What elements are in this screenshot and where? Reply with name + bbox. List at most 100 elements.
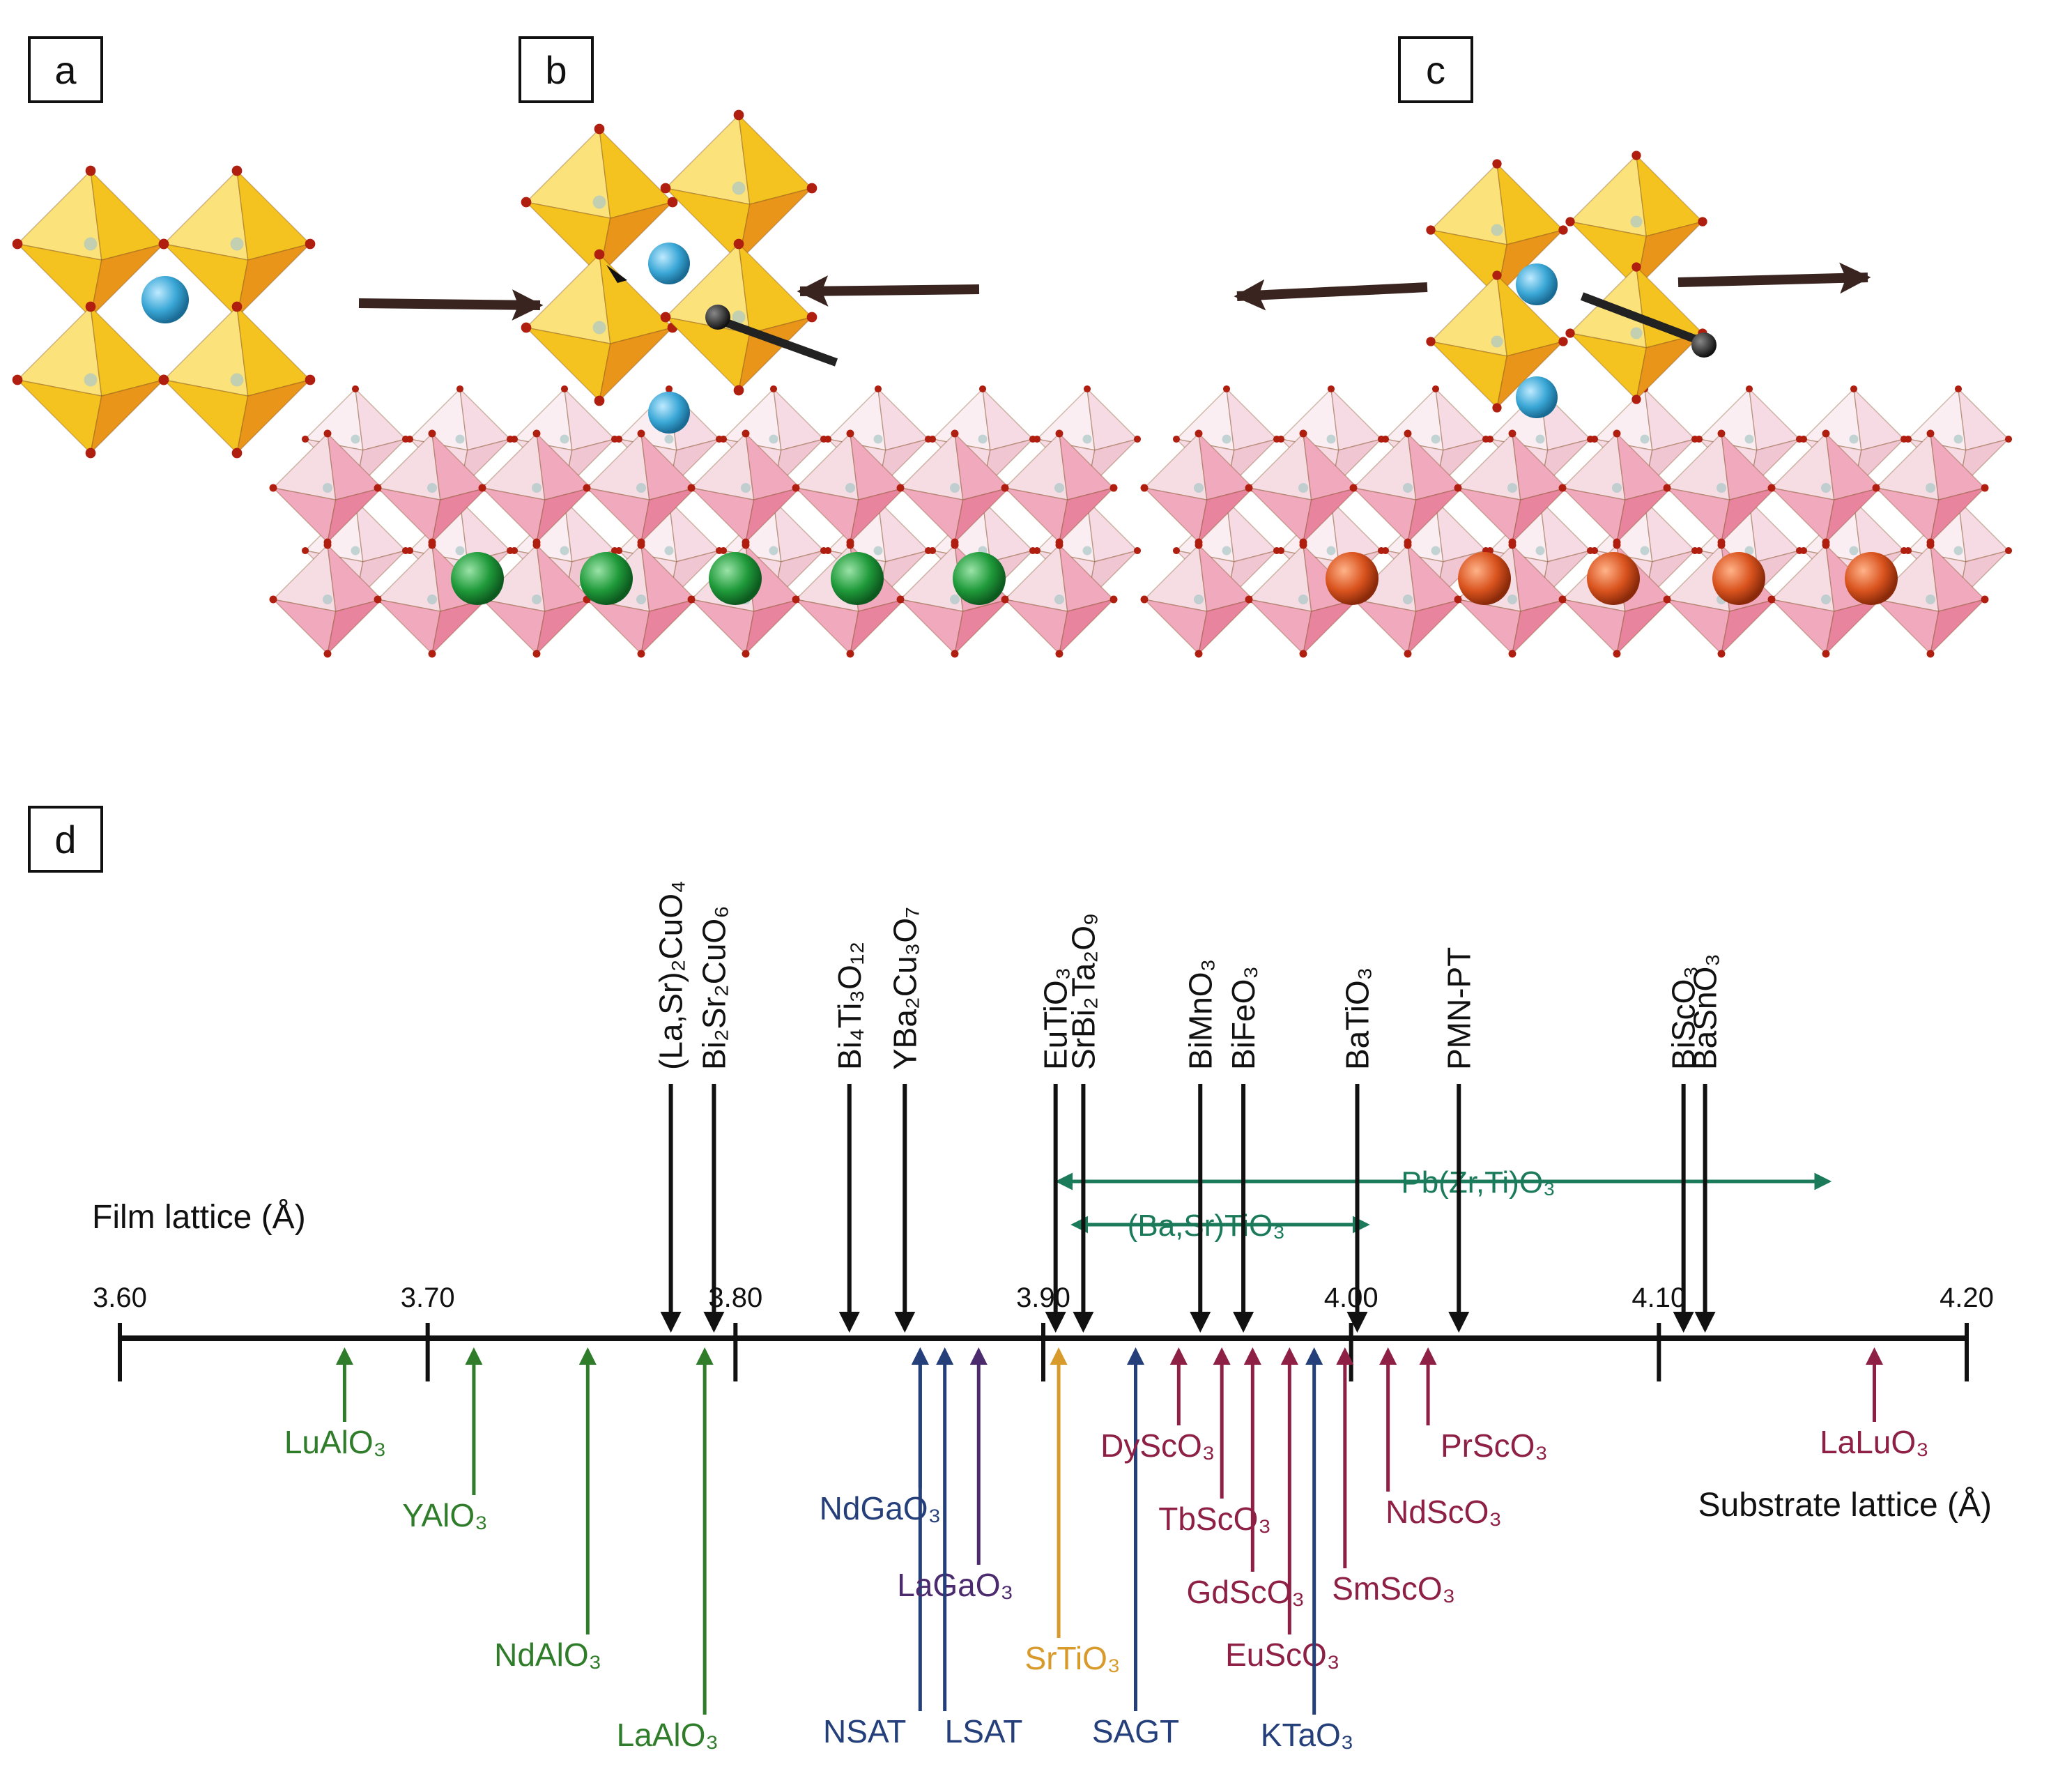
panel-d-text: d [54, 818, 76, 861]
substrate-a-site-ion [1712, 552, 1765, 605]
substrate-octahedron [478, 429, 595, 546]
substrate-marker: YAlO₃ [402, 1347, 488, 1533]
substrate-marker: EuScO₃ [1225, 1347, 1340, 1673]
film-octahedron [521, 123, 678, 281]
film-octahedron [1426, 270, 1568, 413]
film-label: EuTiO₃ [1038, 967, 1074, 1070]
film-marker: BiFeO₃ [1225, 966, 1261, 1333]
substrate-octahedron [1001, 429, 1118, 546]
axis-tick-label: 3.90 [1016, 1282, 1070, 1313]
substrate-lattice-b [269, 385, 1142, 658]
substrate-octahedron [1001, 541, 1118, 658]
substrate-lattice-c [1140, 385, 2013, 658]
substrate-label: YAlO₃ [402, 1497, 488, 1533]
substrate-label: LaLuO₃ [1820, 1424, 1929, 1460]
range-label: (Ba,Sr)TiO₃ [1128, 1209, 1286, 1243]
substrate-octahedron [1767, 429, 1884, 546]
film-octahedron [12, 165, 169, 323]
axis-tick-label: 3.80 [708, 1282, 762, 1313]
axis-tick-label: 4.10 [1631, 1282, 1686, 1313]
substrate-octahedron [374, 429, 491, 546]
arrow-a-to-b [358, 289, 544, 321]
substrate-octahedron [1663, 429, 1780, 546]
substrate-marker: NSAT [823, 1347, 929, 1749]
film-marker: YBa₂Cu₃O₇ [886, 907, 923, 1333]
substrate-label: SAGT [1092, 1713, 1179, 1749]
film-label: Bi₄Ti₃O₁₂ [831, 942, 868, 1070]
substrate-marker: GdScO₃ [1187, 1347, 1305, 1610]
film-label: Bi₂Sr₂CuO₆ [696, 905, 732, 1070]
range-bar: (Ba,Sr)TiO₃ [1070, 1209, 1370, 1243]
substrate-label: LaAlO₃ [617, 1717, 719, 1753]
a-site-ion [1516, 263, 1558, 305]
substrate-label: EuScO₃ [1225, 1637, 1339, 1673]
substrate-a-site-ion [580, 552, 633, 605]
substrate-a-site-ion [953, 552, 1006, 605]
film-octahedron [1565, 151, 1707, 293]
substrate-label: NdScO₃ [1385, 1494, 1502, 1530]
axis-tick-label: 3.70 [401, 1282, 455, 1313]
substrate-a-site-ion [1845, 552, 1898, 605]
film-marker: BiMnO₃ [1182, 959, 1218, 1333]
substrate-label: PrScO₃ [1441, 1427, 1548, 1464]
substrate-label: NdAlO₃ [494, 1637, 601, 1673]
film-label: YBa₂Cu₃O₇ [886, 907, 923, 1070]
substrate-marker: LuAlO₃ [284, 1347, 386, 1460]
substrate-octahedron [1349, 429, 1466, 546]
substrate-label: NdGaO₃ [820, 1490, 942, 1526]
substrate-label: SmScO₃ [1332, 1570, 1455, 1607]
film-octahedron [1565, 262, 1707, 404]
stretched-film-c [1426, 151, 1707, 418]
panel-b-text: b [545, 48, 567, 92]
film-label: BaSnO₃ [1687, 954, 1723, 1070]
film-label: BiScO₃ [1666, 966, 1702, 1070]
film-label: (La,Sr)₂CuO₄ [653, 880, 689, 1070]
substrate-label: LSAT [945, 1713, 1023, 1749]
substrate-octahedron [1349, 541, 1466, 658]
substrate-marker: LaLuO₃ [1820, 1347, 1929, 1460]
axis-tick-label: 3.60 [93, 1282, 147, 1313]
substrate-label: LaGaO₃ [897, 1567, 1013, 1603]
axis-tick-label: 4.00 [1324, 1282, 1379, 1313]
film-marker: BiScO₃ [1666, 966, 1702, 1333]
tensile-arrow-left-icon [1234, 279, 1428, 311]
film-label: BiMnO₃ [1182, 959, 1218, 1070]
substrate-marker: KTaO₃ [1261, 1347, 1354, 1753]
substrate-octahedron [1140, 429, 1257, 546]
film-label: BaTiO₃ [1339, 967, 1376, 1070]
film-octahedron [158, 301, 316, 459]
substrate-a-site-ion [831, 552, 884, 605]
substrate-a-site-ion [1326, 552, 1379, 605]
film-octahedron [12, 301, 169, 459]
substrate-octahedron [792, 429, 909, 546]
substrate-octahedron [1872, 429, 1989, 546]
substrate-label: SrTiO₃ [1025, 1640, 1121, 1676]
substrate-marker: NdGaO₃ [820, 1347, 942, 1526]
panel-c-text: c [1426, 48, 1445, 92]
substrate-marker: SrTiO₃ [1025, 1347, 1121, 1676]
film-octahedron [660, 109, 817, 267]
film-marker: BaTiO₃ [1339, 967, 1376, 1333]
substrate-axis-title: Substrate lattice (Å) [1698, 1487, 1992, 1524]
substrate-octahedron [1558, 429, 1675, 546]
a-site-ion [648, 392, 690, 434]
substrate-marker: LaGaO₃ [897, 1347, 1013, 1603]
substrate-marker: SAGT [1092, 1347, 1179, 1749]
panel-d-label: d [28, 806, 103, 873]
substrate-label: DyScO₃ [1100, 1427, 1215, 1464]
axis-tick-label: 4.20 [1940, 1282, 1994, 1313]
polarization-dipole-b [606, 265, 838, 367]
compressive-arrow-icon [797, 275, 980, 307]
film-octahedron [521, 249, 678, 406]
substrate-marker: PrScO₃ [1419, 1347, 1548, 1464]
substrate-a-site-ion [709, 552, 762, 605]
film-label: PMN-PT [1441, 947, 1477, 1070]
film-unit-cell-a [12, 165, 316, 459]
film-marker: SrBi₂Ta₂O₉ [1065, 913, 1101, 1333]
substrate-marker: NdScO₃ [1379, 1347, 1502, 1530]
film-axis-title: Film lattice (Å) [92, 1199, 306, 1236]
panel-b-label: b [519, 36, 594, 103]
substrate-label: GdScO₃ [1187, 1574, 1305, 1610]
